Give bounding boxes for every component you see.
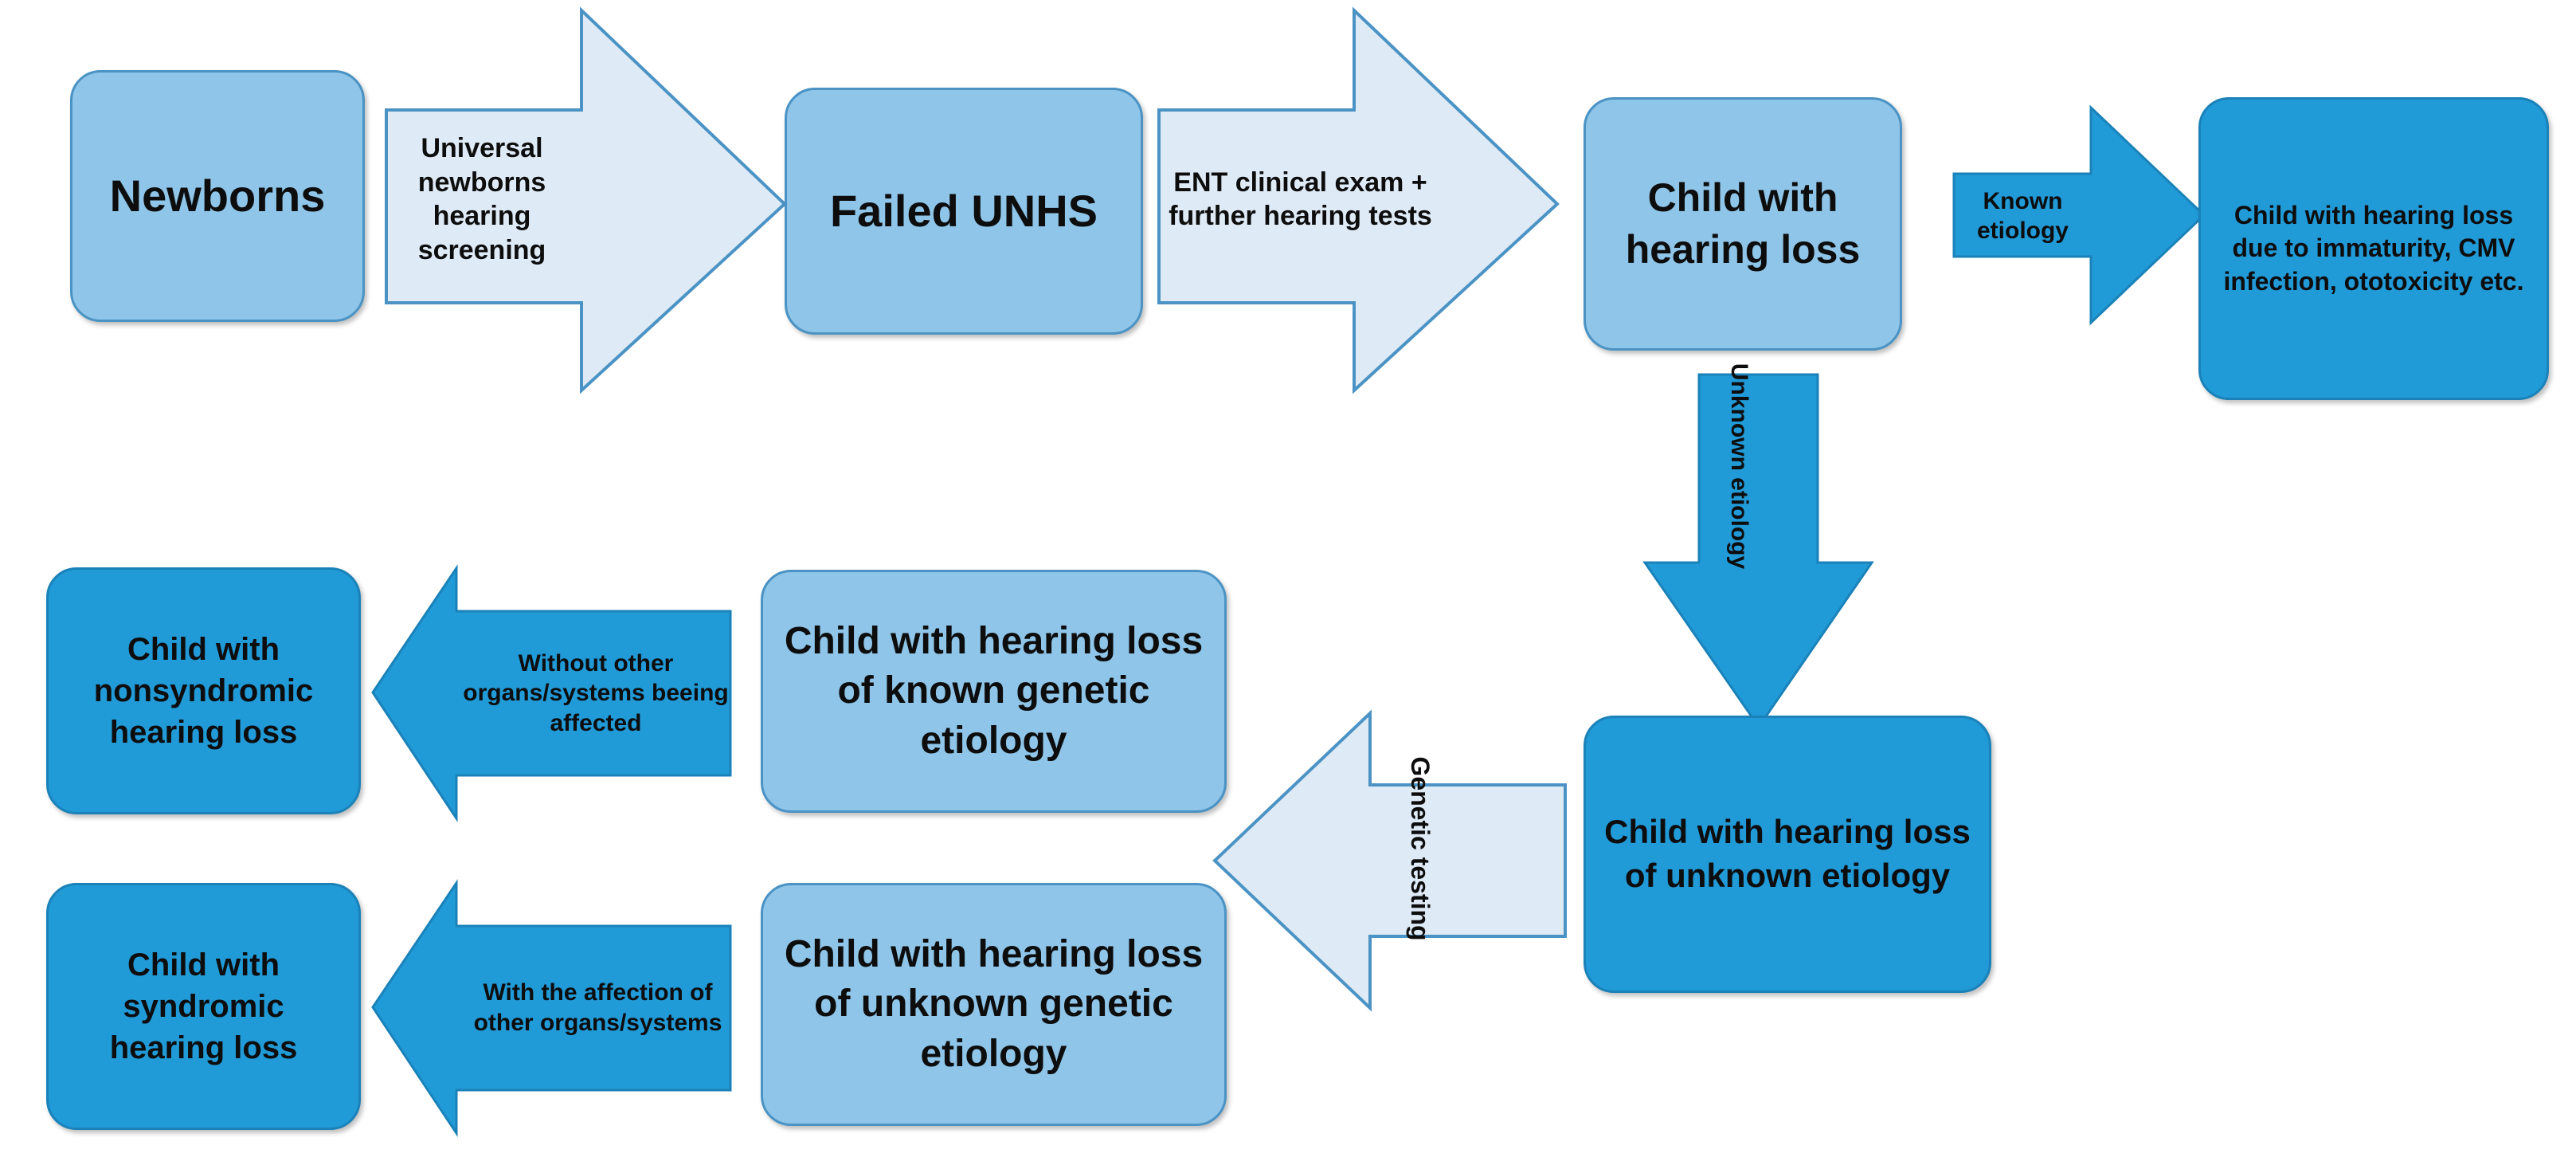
node-failed-unhs-label: Failed UNHS xyxy=(829,185,1098,236)
node-unknown-genetic-label: Child with hearing loss of unknown genet… xyxy=(784,932,1204,1075)
node-unknown-etiology: Child with hearing loss of unknown etiol… xyxy=(1584,716,1991,993)
node-failed-unhs: Failed UNHS xyxy=(785,88,1143,335)
node-child-hearing-loss-label: Child with hearing loss xyxy=(1625,175,1861,272)
node-newborns-label: Newborns xyxy=(109,170,326,221)
node-child-hearing-loss: Child with hearing loss xyxy=(1584,97,1902,351)
arrow-without-other-organs xyxy=(370,562,733,825)
node-newborns: Newborns xyxy=(70,70,365,322)
node-nonsyndromic-label: Child with nonsyndromic hearing loss xyxy=(93,632,314,750)
arrow-ent-exam xyxy=(1155,6,1561,397)
arrow-known-etiology xyxy=(1952,104,2206,327)
node-syndromic: Child with syndromic hearing loss xyxy=(46,883,361,1130)
node-unknown-genetic: Child with hearing loss of unknown genet… xyxy=(761,883,1227,1126)
node-known-genetic-label: Child with hearing loss of known genetic… xyxy=(784,619,1204,762)
node-known-etiology-outcome: Child with hearing loss due to immaturit… xyxy=(2198,97,2549,400)
node-known-genetic: Child with hearing loss of known genetic… xyxy=(761,570,1227,813)
arrow-genetic-testing xyxy=(1211,701,1569,1020)
arrow-with-affection xyxy=(370,877,733,1140)
node-syndromic-label: Child with syndromic hearing loss xyxy=(109,947,298,1065)
arrow-unknown-etiology xyxy=(1609,371,1928,730)
node-unknown-etiology-label: Child with hearing loss of unknown etiol… xyxy=(1604,813,1971,894)
arrow-unhs-screening xyxy=(382,6,789,397)
node-known-etiology-outcome-label: Child with hearing loss due to immaturit… xyxy=(2223,200,2524,296)
node-nonsyndromic: Child with nonsyndromic hearing loss xyxy=(46,567,361,814)
